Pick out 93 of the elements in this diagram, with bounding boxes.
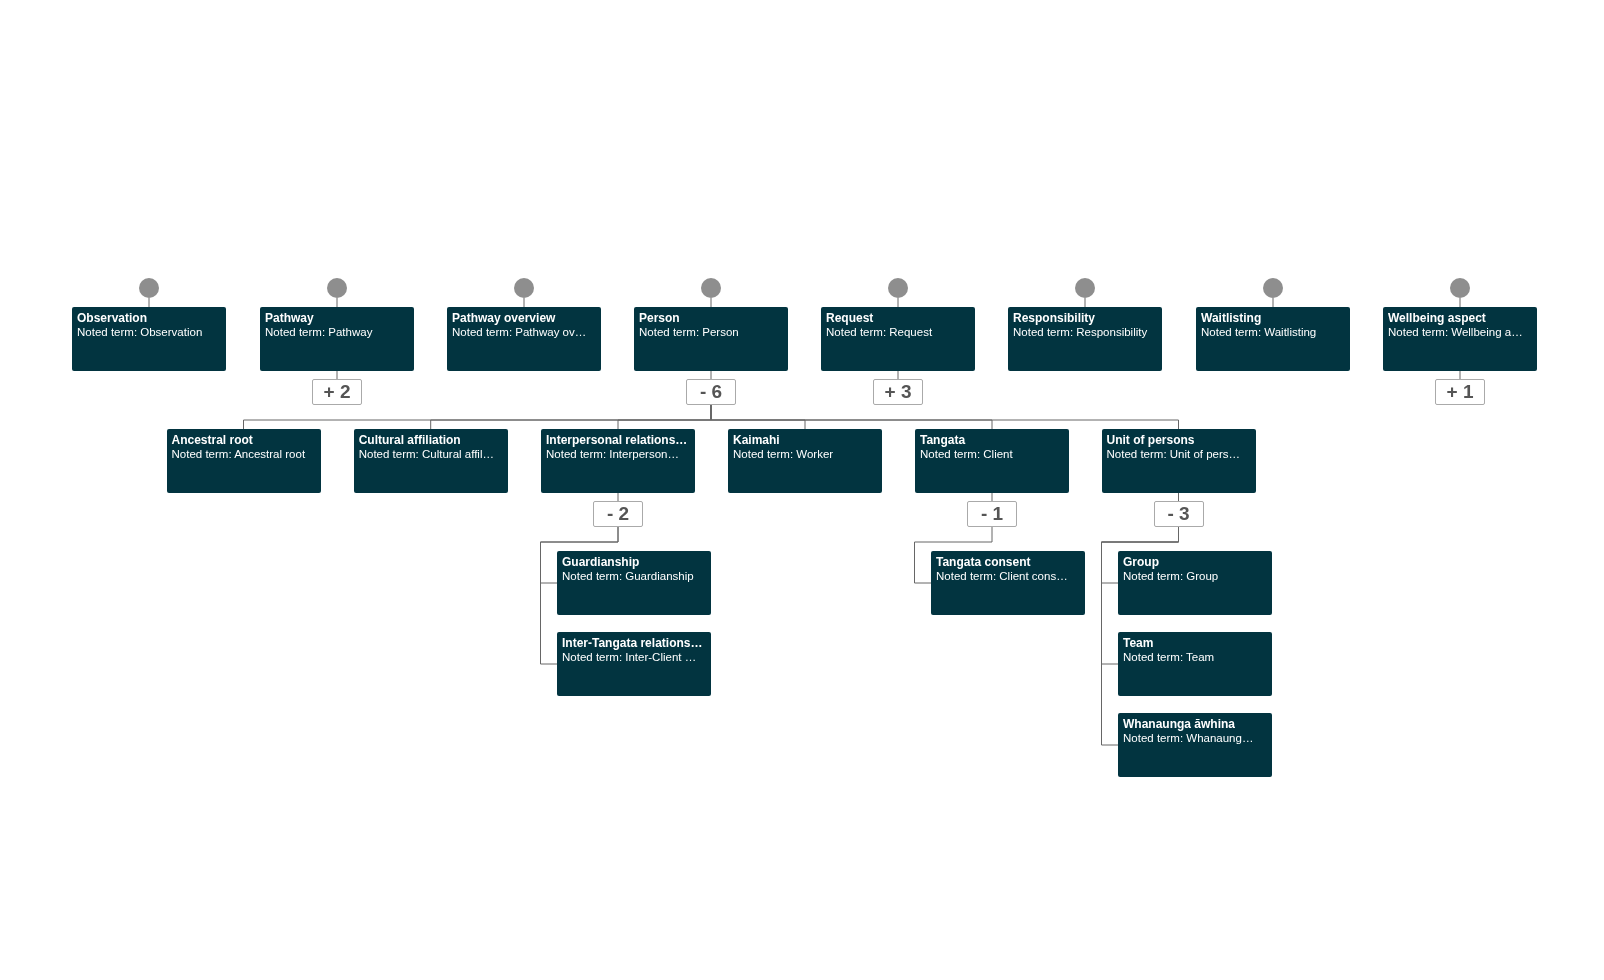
entity-card	[166, 429, 321, 493]
entity-title: Cultural affiliation	[358, 433, 462, 447]
entity-title: Interpersonal relations…	[546, 433, 689, 447]
entity-term: Noted term: Team	[1123, 650, 1216, 664]
entity-card	[931, 551, 1085, 615]
entity-title: Kaimahi	[733, 433, 781, 447]
entity-card	[1008, 307, 1162, 371]
entity-title: Pathway overview	[452, 311, 557, 325]
entity-title: Guardianship	[562, 555, 641, 569]
entity-title: Tangata	[920, 433, 967, 447]
connector-line	[710, 370, 712, 380]
connector-line	[991, 492, 993, 502]
entity-card	[915, 429, 1069, 493]
circle-node	[327, 278, 347, 298]
connector-line	[336, 297, 338, 308]
circle-node	[139, 278, 159, 298]
entity-card	[260, 307, 414, 371]
entity-term: Noted term: Request	[826, 325, 934, 339]
connector-line	[1459, 297, 1461, 308]
entity-term: Noted term: Cultural affil…	[358, 447, 495, 461]
circle-node	[1075, 278, 1095, 298]
entity-card	[1118, 551, 1272, 615]
entity-title: Ancestral root	[171, 433, 254, 447]
entity-card	[1101, 429, 1256, 493]
connector-line	[710, 297, 712, 308]
entity-term: Noted term: Pathway ov…	[452, 325, 588, 339]
connector-line	[1178, 492, 1179, 502]
entity-term: Noted term: Pathway	[265, 325, 374, 339]
entity-card	[541, 429, 695, 493]
entity-term: Noted term: Waitlisting	[1201, 325, 1318, 339]
circle-node	[514, 278, 534, 298]
circle-node	[701, 278, 721, 298]
connector-line	[148, 297, 150, 308]
entity-card	[557, 551, 711, 615]
entity-card	[72, 307, 226, 371]
expand-toggle: - 6	[686, 379, 736, 405]
entity-card	[1383, 307, 1537, 371]
expand-toggle: + 1	[1435, 379, 1485, 405]
entity-title: Tangata consent	[936, 555, 1032, 569]
entity-title: Wellbeing aspect	[1388, 311, 1487, 325]
connector-line	[523, 297, 525, 308]
entity-title: Team	[1123, 636, 1155, 650]
entity-term: Noted term: Whanaung…	[1123, 731, 1255, 745]
connector-line	[897, 370, 899, 380]
entity-term: Noted term: Ancestral root	[171, 447, 307, 461]
entity-term: Noted term: Group	[1123, 569, 1220, 583]
entity-term: Noted term: Inter-Client …	[562, 650, 698, 664]
entity-term: Noted term: Observation	[77, 325, 204, 339]
connector-line	[897, 297, 899, 308]
connector-line	[617, 492, 619, 502]
entity-card	[557, 632, 711, 696]
entity-title: Unit of persons	[1106, 433, 1196, 447]
entity-title: Waitlisting	[1201, 311, 1263, 325]
circle-node	[1263, 278, 1283, 298]
connector-line	[540, 526, 619, 665]
entity-title: Responsibility	[1013, 311, 1096, 325]
entity-title: Inter-Tangata relations…	[562, 636, 704, 650]
entity-card	[728, 429, 882, 493]
connector-line	[1272, 297, 1274, 308]
entity-term: Noted term: Client cons…	[936, 569, 1069, 583]
entity-card	[634, 307, 788, 371]
entity-term: Noted term: Unit of pers…	[1106, 447, 1242, 461]
entity-title: Pathway	[265, 311, 315, 325]
expand-toggle: + 3	[873, 379, 923, 405]
entity-term: Noted term: Person	[639, 325, 740, 339]
entity-term: Noted term: Guardianship	[562, 569, 695, 583]
connector-line	[1084, 297, 1086, 308]
entity-card	[1196, 307, 1350, 371]
entity-term: Noted term: Wellbeing a…	[1388, 325, 1524, 339]
entity-card	[1118, 713, 1272, 777]
expand-toggle: - 1	[967, 501, 1017, 527]
circle-node	[1450, 278, 1470, 298]
circle-node	[888, 278, 908, 298]
entity-card	[447, 307, 601, 371]
connector-line	[336, 370, 338, 380]
entity-title: Group	[1123, 555, 1160, 569]
entity-term: Noted term: Worker	[733, 447, 835, 461]
expand-toggle: - 2	[593, 501, 643, 527]
connector-line	[1101, 526, 1179, 746]
entity-card	[821, 307, 975, 371]
entity-term: Noted term: Responsibility	[1013, 325, 1149, 339]
entity-title: Request	[826, 311, 875, 325]
entity-term: Noted term: Interperson…	[546, 447, 680, 461]
entity-title: Observation	[77, 311, 149, 325]
connector-line	[914, 526, 993, 584]
entity-title: Whanaunga āwhina	[1123, 717, 1236, 731]
entity-title: Person	[639, 311, 681, 325]
entity-card	[1118, 632, 1272, 696]
entity-term: Noted term: Client	[920, 447, 1014, 461]
entity-card	[353, 429, 508, 493]
expand-toggle: + 2	[312, 379, 362, 405]
connector-line	[1459, 370, 1461, 380]
expand-toggle: - 3	[1153, 501, 1204, 527]
